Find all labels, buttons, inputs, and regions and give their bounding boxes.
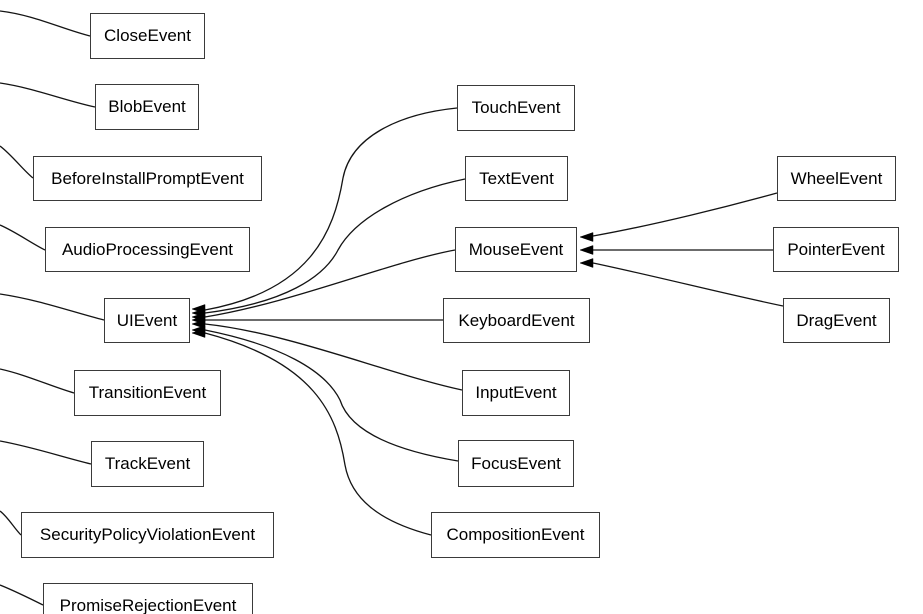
node-mouse-event: MouseEvent bbox=[455, 227, 577, 272]
node-ui-event: UIEvent bbox=[104, 298, 190, 343]
node-label: FocusEvent bbox=[471, 453, 561, 473]
node-label: DragEvent bbox=[796, 310, 877, 330]
edge-focusevent-to-uievent bbox=[204, 329, 459, 462]
edge-touchevent-to-uievent bbox=[204, 107, 458, 311]
arrowhead-inputevent-uievent bbox=[191, 319, 206, 329]
node-before-install-prompt-event: BeforeInstallPromptEvent bbox=[33, 156, 262, 201]
node-label: PointerEvent bbox=[787, 239, 885, 259]
edge-inputevent-to-uievent bbox=[204, 323, 463, 391]
node-label: TouchEvent bbox=[471, 98, 561, 117]
arrowhead-wheelevent-mouseevent bbox=[579, 232, 594, 242]
node-blob-event: BlobEvent bbox=[95, 84, 199, 130]
edge-trackevent-to-offscreen bbox=[0, 440, 92, 465]
node-promise-rejection-event: PromiseRejectionEvent bbox=[43, 583, 253, 614]
edge-uievent-to-offscreen bbox=[0, 293, 105, 321]
node-label: AudioProcessingEvent bbox=[61, 239, 234, 259]
edge-promiserejectionevent-to-offscreen bbox=[0, 584, 44, 606]
node-label: CloseEvent bbox=[104, 26, 191, 45]
edge-textevent-to-uievent bbox=[204, 178, 466, 314]
arrowhead-pointerevent-mouseevent bbox=[579, 245, 594, 255]
node-label: MouseEvent bbox=[468, 239, 564, 259]
node-pointer-event: PointerEvent bbox=[773, 227, 899, 272]
edge-wheelevent-to-mouseevent bbox=[592, 192, 778, 237]
node-label: SecurityPolicyViolationEvent bbox=[39, 525, 256, 544]
node-label: PromiseRejectionEvent bbox=[59, 596, 237, 614]
node-text-event: TextEvent bbox=[465, 156, 568, 201]
node-touch-event: TouchEvent bbox=[457, 85, 575, 131]
node-label: WheelEvent bbox=[790, 168, 883, 188]
node-audio-processing-event: AudioProcessingEvent bbox=[45, 227, 250, 272]
node-transition-event: TransitionEvent bbox=[74, 370, 221, 416]
node-label: BeforeInstallPromptEvent bbox=[51, 168, 244, 188]
edge-beforeinstallpromptevent-to-offscreen bbox=[0, 145, 34, 179]
node-close-event: CloseEvent bbox=[90, 13, 205, 59]
node-composition-event: CompositionEvent bbox=[431, 512, 600, 558]
edge-dragevent-to-mouseevent bbox=[592, 262, 784, 307]
node-drag-event: DragEvent bbox=[783, 298, 890, 343]
node-wheel-event: WheelEvent bbox=[777, 156, 896, 201]
node-label: TrackEvent bbox=[104, 454, 191, 473]
node-label: UIEvent bbox=[116, 310, 178, 330]
node-label: TransitionEvent bbox=[88, 383, 207, 402]
node-label: BlobEvent bbox=[108, 97, 186, 116]
node-track-event: TrackEvent bbox=[91, 441, 204, 487]
node-keyboard-event: KeyboardEvent bbox=[443, 298, 590, 343]
node-label: TextEvent bbox=[479, 168, 554, 188]
edge-blobevent-to-offscreen bbox=[0, 82, 96, 108]
edge-compositionevent-to-uievent bbox=[204, 332, 432, 536]
node-security-policy-violation-event: SecurityPolicyViolationEvent bbox=[21, 512, 274, 558]
node-label: InputEvent bbox=[475, 383, 557, 402]
arrowhead-compositionevent-uievent bbox=[191, 328, 206, 338]
edge-securitypolicyviolationevent-to-offscreen bbox=[0, 510, 22, 536]
arrowhead-dragevent-mouseevent bbox=[579, 258, 594, 268]
edge-mouseevent-to-uievent bbox=[204, 249, 456, 318]
node-focus-event: FocusEvent bbox=[458, 440, 574, 487]
node-input-event: InputEvent bbox=[462, 370, 570, 416]
node-label: CompositionEvent bbox=[446, 525, 585, 544]
node-label: KeyboardEvent bbox=[458, 310, 575, 330]
edge-closeevent-to-offscreen bbox=[0, 10, 91, 37]
edge-audioprocessingevent-to-offscreen bbox=[0, 224, 46, 251]
edge-transitionevent-to-offscreen bbox=[0, 368, 75, 394]
